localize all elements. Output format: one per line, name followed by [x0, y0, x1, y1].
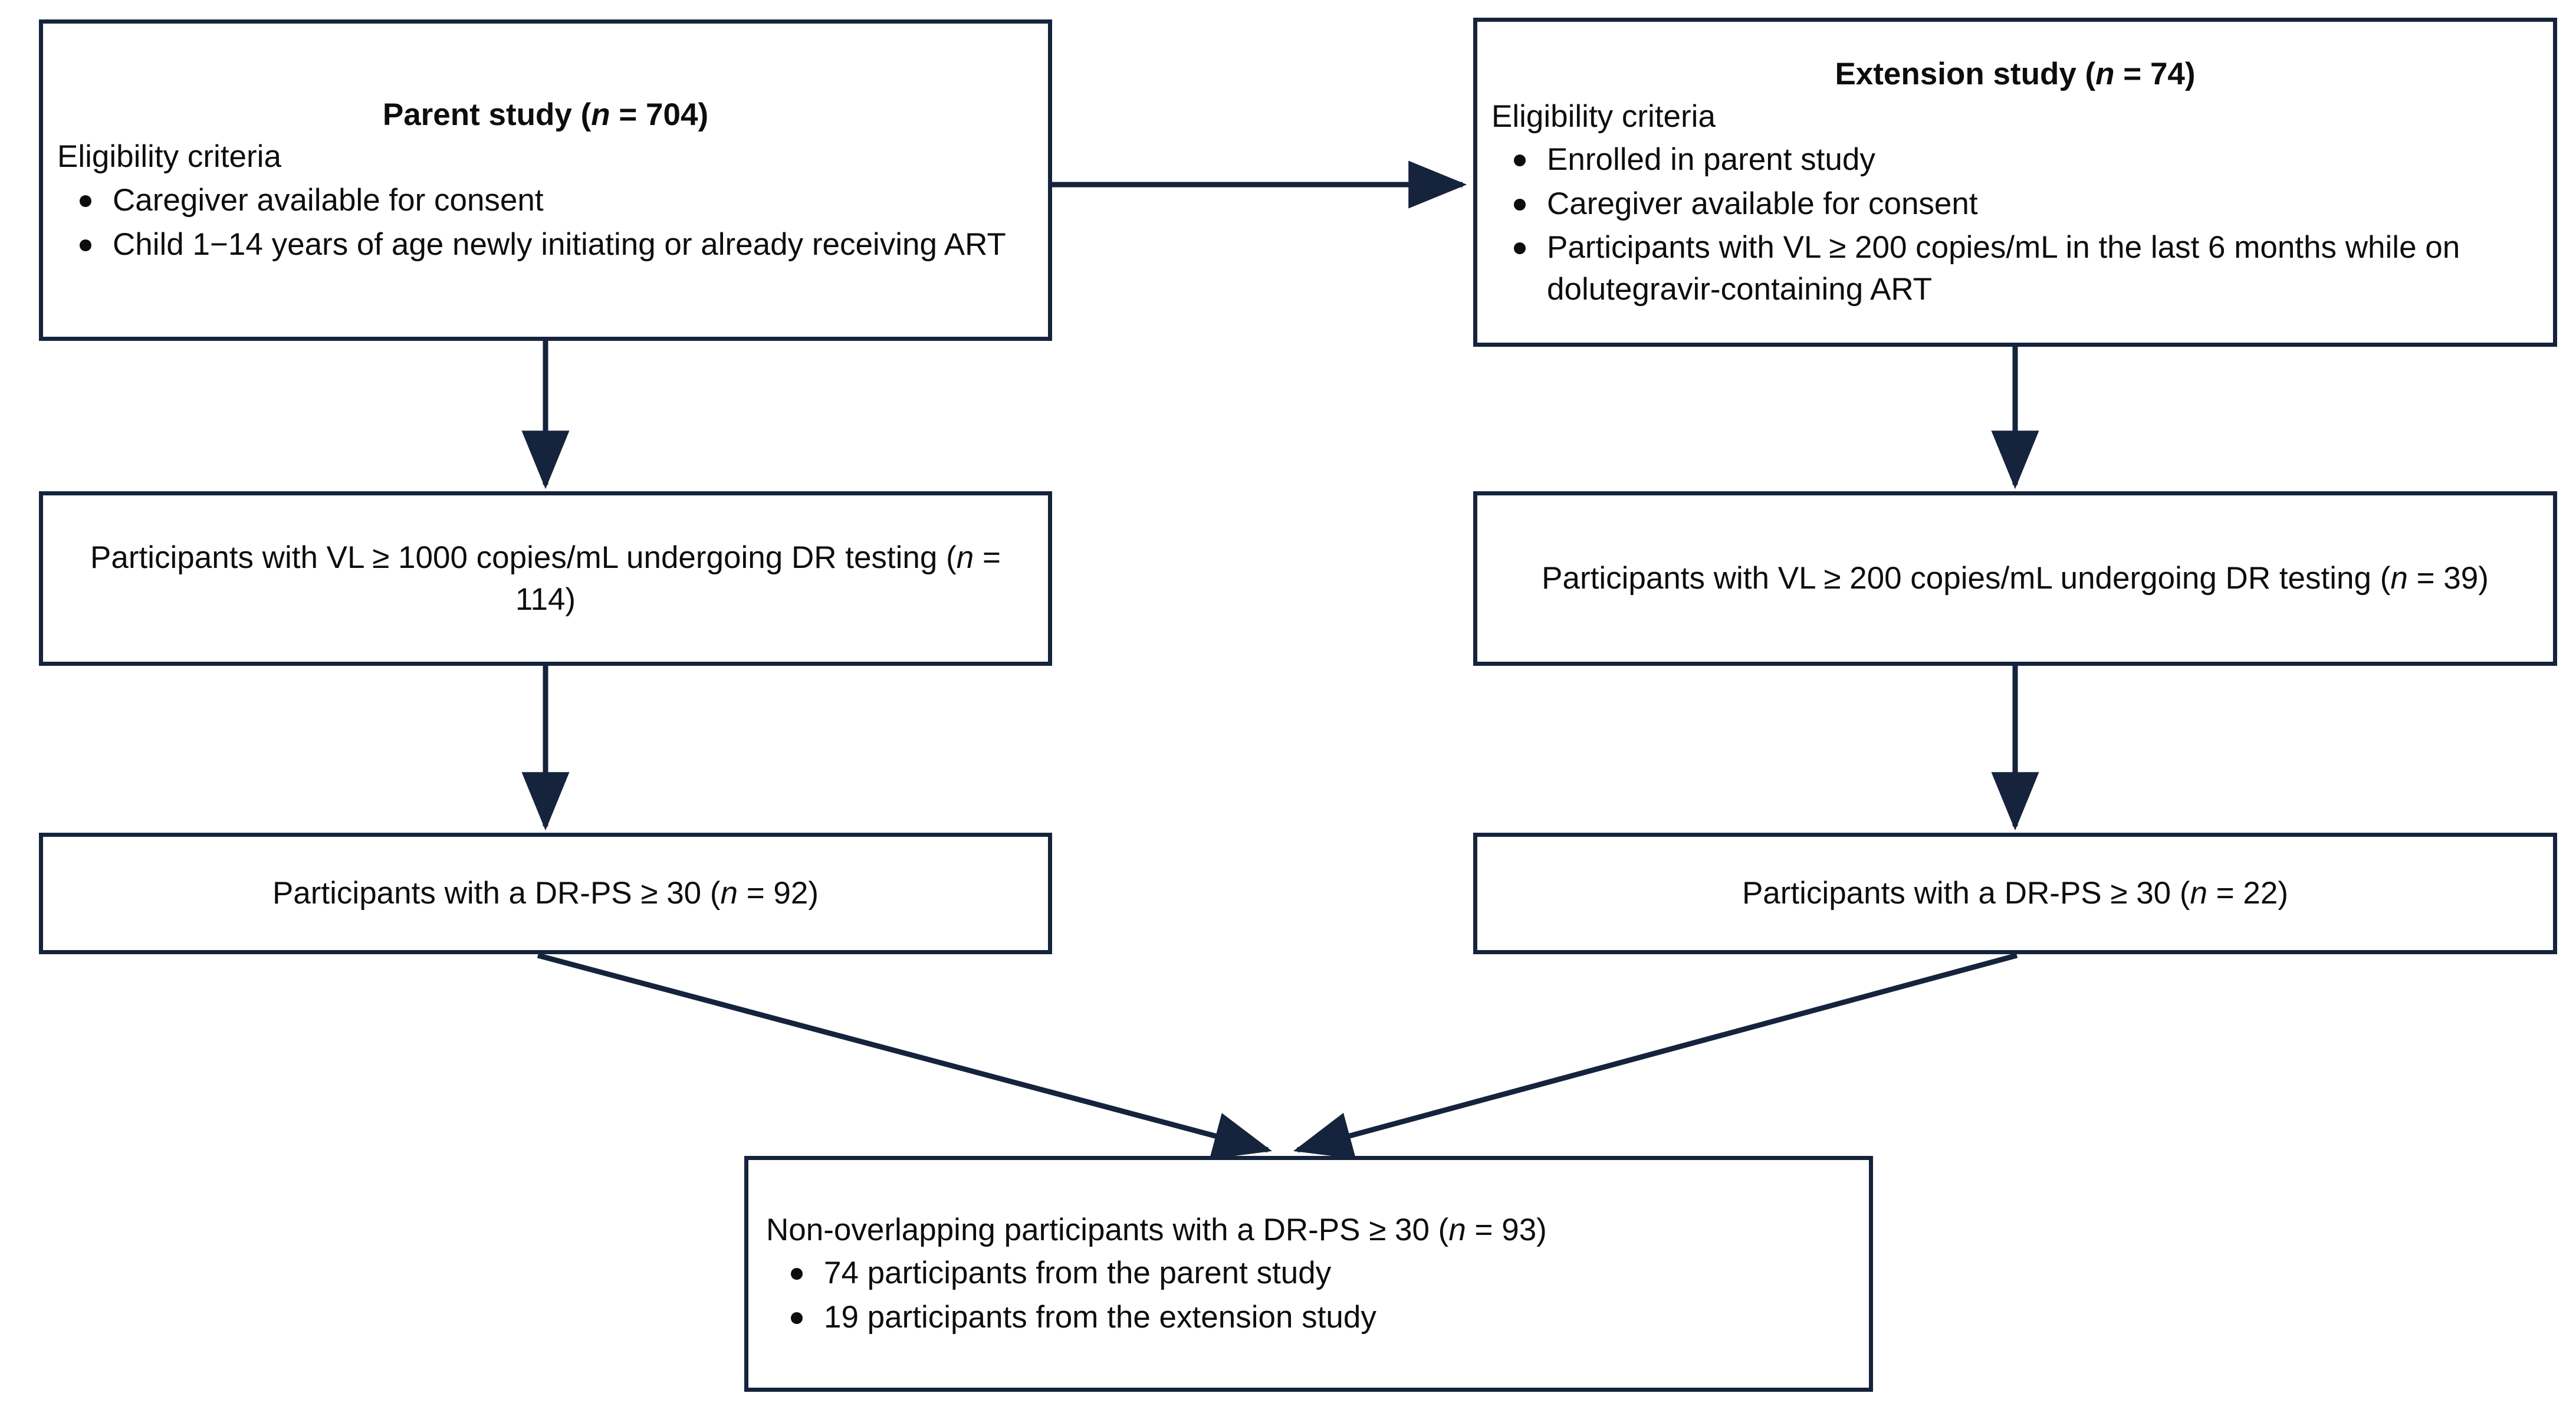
node-extension-dr-testing: Participants with VL ≥ 200 copies/mL und…	[1473, 491, 2557, 666]
extension-study-bullet-1: Enrolled in parent study	[1547, 142, 1875, 178]
bullet-dot-icon	[80, 195, 91, 208]
parent-drps-text-main: Participants with a DR-PS ≥ 30 (	[272, 876, 721, 911]
extension-dr-testing-text-n: n	[2390, 561, 2408, 596]
combined-bullet-1: 74 participants from the parent study	[824, 1256, 1332, 1291]
extension-dr-testing-text: Participants with VL ≥ 200 copies/mL und…	[1477, 557, 2553, 599]
node-extension-drps: Participants with a DR-PS ≥ 30 (n = 22)	[1473, 833, 2557, 954]
extension-study-bullet-2: Caregiver available for consent	[1547, 186, 1978, 221]
parent-study-title: Parent study (n = 704)	[43, 95, 1048, 136]
parent-drps-text-tail: = 92)	[738, 876, 819, 911]
bullet-dot-icon	[1514, 242, 1526, 255]
parent-study-eligibility-label: Eligibility criteria	[57, 139, 281, 175]
node-combined-non-overlapping: Non-overlapping participants with a DR-P…	[744, 1156, 1873, 1392]
parent-drps-text: Participants with a DR-PS ≥ 30 (n = 92)	[43, 872, 1048, 914]
parent-dr-testing-text-main: Participants with VL ≥ 1000 copies/mL un…	[90, 540, 957, 575]
bullet-dot-icon	[80, 239, 91, 251]
extension-study-title: Extension study (n = 74)	[1477, 54, 2553, 95]
bullet-dot-icon	[791, 1268, 803, 1280]
parent-study-title-tail: = 704)	[610, 97, 709, 132]
bullet-dot-icon	[791, 1312, 803, 1324]
list-item: Child 1−14 years of age newly initiating…	[43, 224, 1048, 265]
extension-drps-text: Participants with a DR-PS ≥ 30 (n = 22)	[1477, 872, 2553, 914]
list-item: 74 participants from the parent study	[748, 1253, 1869, 1294]
list-item: Enrolled in parent study	[1477, 139, 2553, 180]
parent-drps-text-n: n	[720, 876, 738, 911]
parent-study-bullet-list: Caregiver available for consent Child 1−…	[43, 178, 1048, 265]
extension-dr-testing-text-tail: = 39)	[2407, 561, 2489, 596]
node-extension-study: Extension study (n = 74) Eligibility cri…	[1473, 18, 2557, 347]
parent-dr-testing-text-tail: = 114)	[515, 540, 1001, 617]
connector-parent-drps-to-combined	[537, 952, 1272, 1159]
combined-bullet-2: 19 participants from the extension study	[824, 1299, 1376, 1335]
parent-study-title-n: n	[591, 97, 610, 132]
extension-study-eligibility-label: Eligibility criteria	[1491, 98, 1716, 134]
extension-study-title-n: n	[2095, 56, 2115, 91]
list-item: Participants with VL ≥ 200 copies/mL in …	[1477, 227, 2553, 310]
connector-extension-drps-to-combined	[1293, 952, 2018, 1159]
bullet-dot-icon	[1514, 155, 1526, 167]
extension-study-bullet-3: Participants with VL ≥ 200 copies/mL in …	[1547, 230, 2460, 307]
combined-heading-n: n	[1448, 1212, 1466, 1247]
combined-heading-tail: = 93)	[1466, 1212, 1547, 1247]
parent-study-title-main: Parent study (	[382, 97, 592, 132]
list-item: Caregiver available for consent	[1477, 183, 2553, 225]
parent-dr-testing-text-n: n	[956, 540, 974, 575]
node-parent-study: Parent study (n = 704) Eligibility crite…	[39, 19, 1052, 341]
combined-bullet-list: 74 participants from the parent study 19…	[748, 1250, 1869, 1338]
parent-study-bullet-2: Child 1−14 years of age newly initiating…	[113, 226, 1006, 262]
bullet-dot-icon	[1514, 198, 1526, 211]
list-item: Caregiver available for consent	[43, 180, 1048, 221]
extension-study-title-main: Extension study (	[1835, 56, 2096, 91]
extension-drps-text-n: n	[2190, 876, 2208, 911]
extension-dr-testing-text-main: Participants with VL ≥ 200 copies/mL und…	[1542, 561, 2391, 596]
parent-dr-testing-text: Participants with VL ≥ 1000 copies/mL un…	[43, 537, 1048, 620]
combined-heading: Non-overlapping participants with a DR-P…	[748, 1210, 1869, 1251]
node-parent-dr-testing: Participants with VL ≥ 1000 copies/mL un…	[39, 491, 1052, 666]
extension-study-bullet-list: Enrolled in parent study Caregiver avail…	[1477, 137, 2553, 310]
extension-study-title-tail: = 74)	[2114, 56, 2196, 91]
extension-drps-text-tail: = 22)	[2207, 876, 2289, 911]
extension-drps-text-main: Participants with a DR-PS ≥ 30 (	[1742, 876, 2190, 911]
list-item: 19 participants from the extension study	[748, 1297, 1869, 1338]
combined-heading-main: Non-overlapping participants with a DR-P…	[766, 1212, 1449, 1247]
node-parent-drps: Participants with a DR-PS ≥ 30 (n = 92)	[39, 833, 1052, 954]
parent-study-bullet-1: Caregiver available for consent	[113, 183, 544, 218]
